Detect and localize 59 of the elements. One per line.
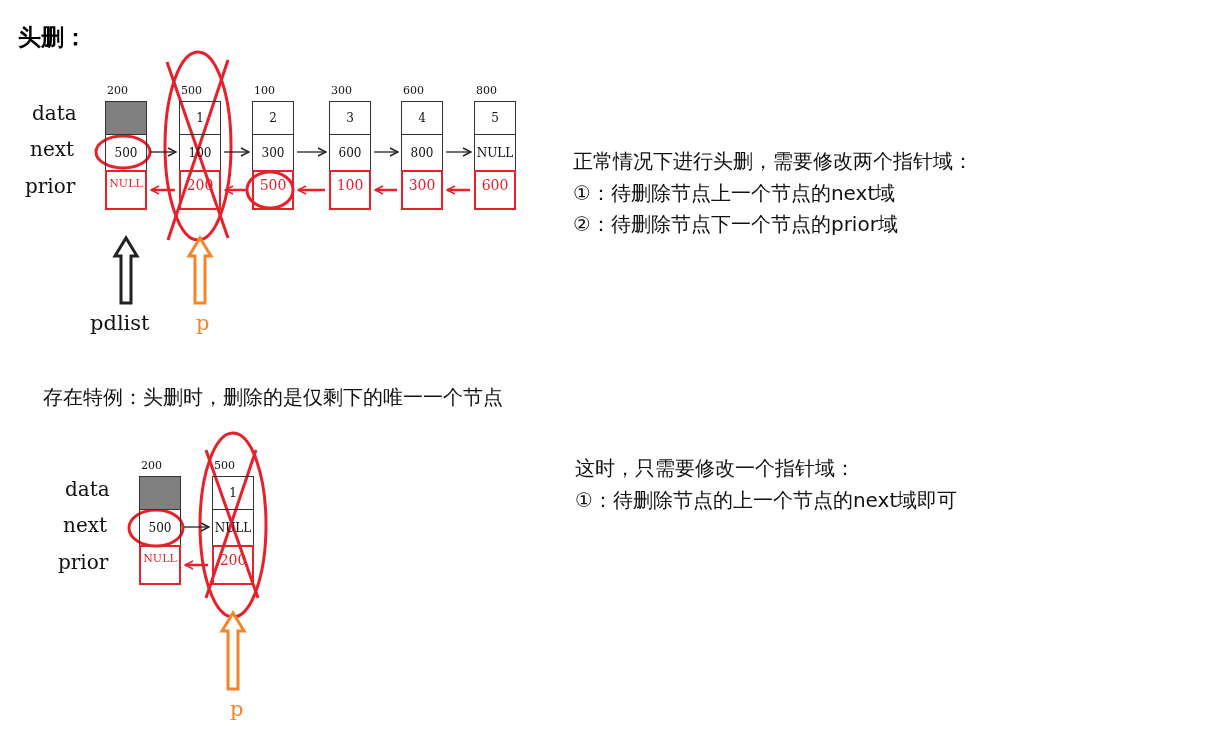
data-cell: 3 bbox=[330, 102, 370, 134]
row-label: prior bbox=[25, 174, 76, 198]
pointer-arrow bbox=[186, 235, 214, 305]
address-label: 800 bbox=[476, 84, 497, 97]
note-text: 正常情况下进行头删，需要修改两个指针域： bbox=[573, 148, 973, 175]
address-label: 500 bbox=[214, 459, 235, 472]
note-text: 存在特例：头删时，删除的是仅剩下的唯一一个节点 bbox=[43, 384, 503, 411]
next-cell: 500 bbox=[106, 134, 146, 170]
next-cell: 300 bbox=[253, 134, 293, 170]
next-cell: 800 bbox=[402, 134, 442, 170]
address-label: 300 bbox=[331, 84, 352, 97]
arrow bbox=[374, 185, 397, 195]
pointer-arrow bbox=[112, 235, 140, 305]
data-cell: 2 bbox=[253, 102, 293, 134]
pointer-name: p bbox=[230, 697, 244, 721]
data-cell: 1 bbox=[213, 477, 253, 509]
data-cell bbox=[106, 102, 146, 134]
arrow bbox=[149, 147, 177, 157]
arrow bbox=[184, 560, 208, 570]
next-cell: NULL bbox=[475, 134, 515, 170]
arrow bbox=[446, 185, 470, 195]
note-text: ②：待删除节点下一个节点的prior域 bbox=[573, 211, 898, 238]
prior-cell: NULL bbox=[139, 545, 181, 585]
arrow bbox=[296, 147, 327, 157]
note-text: ①：待删除节点的上一个节点的next域即可 bbox=[575, 487, 958, 514]
arrow bbox=[223, 147, 250, 157]
data-cell: 1 bbox=[180, 102, 220, 134]
address-label: 200 bbox=[141, 459, 162, 472]
row-label: next bbox=[30, 137, 75, 161]
arrow bbox=[183, 522, 210, 532]
note-text: ①：待删除节点上一个节点的next域 bbox=[573, 180, 896, 207]
data-cell: 5 bbox=[475, 102, 515, 134]
row-label: next bbox=[63, 513, 108, 537]
prior-cell: NULL bbox=[105, 170, 147, 210]
pointer-arrow bbox=[219, 610, 247, 691]
row-label: prior bbox=[58, 550, 109, 574]
page-heading: 头删： bbox=[18, 23, 87, 52]
address-label: 200 bbox=[107, 84, 128, 97]
data-cell: 4 bbox=[402, 102, 442, 134]
row-label: data bbox=[65, 477, 110, 501]
row-label: data bbox=[32, 101, 77, 125]
arrow bbox=[445, 147, 472, 157]
data-cell bbox=[140, 477, 180, 509]
prior-cell: 600 bbox=[474, 170, 516, 210]
next-cell: 600 bbox=[330, 134, 370, 170]
address-label: 500 bbox=[181, 84, 202, 97]
note-text: 这时，只需要修改一个指针域： bbox=[575, 455, 855, 482]
arrow bbox=[150, 185, 175, 195]
arrow bbox=[224, 185, 248, 195]
pointer-name: p bbox=[196, 311, 210, 335]
address-label: 100 bbox=[254, 84, 275, 97]
prior-cell: 500 bbox=[252, 170, 294, 210]
address-label: 600 bbox=[403, 84, 424, 97]
arrow bbox=[373, 147, 399, 157]
next-cell: 500 bbox=[140, 509, 180, 545]
prior-cell: 100 bbox=[329, 170, 371, 210]
arrow bbox=[297, 185, 325, 195]
prior-cell: 300 bbox=[401, 170, 443, 210]
pointer-name: pdlist bbox=[90, 311, 150, 335]
